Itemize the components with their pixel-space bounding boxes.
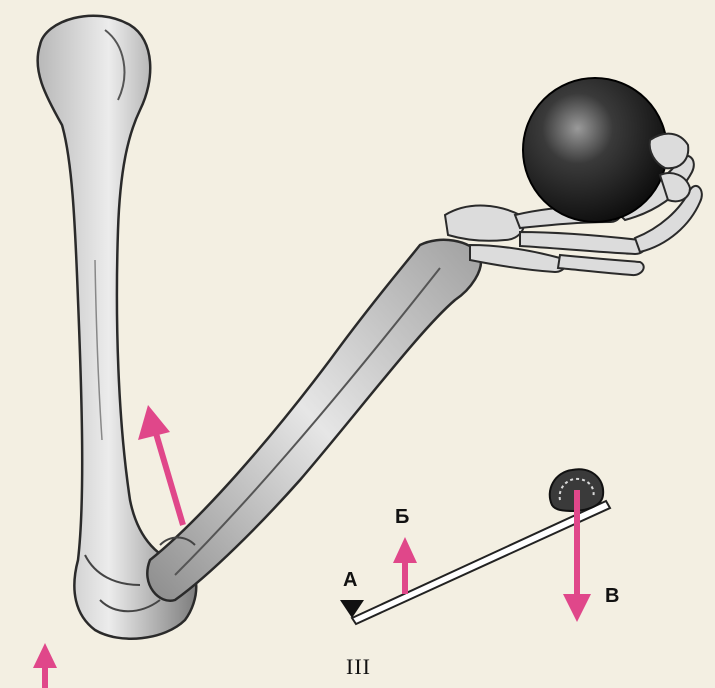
fulcrum-label: А: [343, 570, 357, 590]
effort-arrow-icon: [393, 537, 417, 594]
ball-icon: [523, 78, 667, 222]
bottom-arrow-icon: [33, 643, 57, 688]
effort-label: Б: [395, 507, 409, 527]
forearm-bones: [147, 240, 481, 601]
lever-scheme: [340, 469, 610, 624]
load-label: В: [605, 586, 619, 606]
figure-number: III: [346, 656, 371, 678]
muscle-force-arrow-icon: [138, 405, 183, 525]
